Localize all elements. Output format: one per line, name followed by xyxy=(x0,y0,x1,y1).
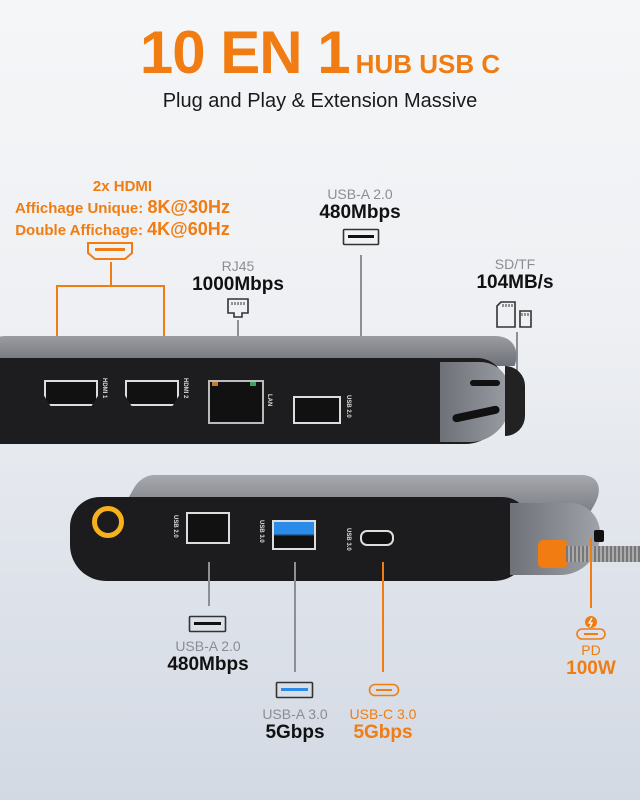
usb-2-front-label: USB 2.0 xyxy=(172,515,178,538)
usb-a-2-bottom-speed: 480Mbps xyxy=(167,654,249,675)
pd-name: PD xyxy=(581,642,601,658)
hdmi-connector-line xyxy=(56,285,58,385)
hdmi-dual-value: 4K@60Hz xyxy=(147,219,230,239)
pd-spec: PD 100W xyxy=(556,642,626,680)
pd-charging-icon xyxy=(576,616,606,640)
usb-2-top-port[interactable] xyxy=(293,396,341,424)
usb-a-2-bottom-name: USB-A 2.0 xyxy=(175,638,241,654)
usb-c-3-spec: USB-C 3.0 5Gbps xyxy=(333,706,433,744)
hdmi-heading: 2x HDMI xyxy=(92,178,153,195)
ethernet-port-icon xyxy=(227,298,249,318)
rj45-name: RJ45 xyxy=(221,258,255,274)
usb-a-port-icon xyxy=(188,615,227,633)
pd-port[interactable] xyxy=(594,530,604,542)
usb-a-2-bottom-spec: USB-A 2.0 480Mbps xyxy=(158,638,258,676)
hdmi-single-display: Affichage Unique: 8K@30Hz xyxy=(10,197,235,219)
usb-c-connector-line xyxy=(382,562,384,672)
pd-power: 100W xyxy=(566,658,616,679)
usb-a-2-bottom-connector-line xyxy=(208,562,210,606)
hdmi-2-label: HDMI 2 xyxy=(182,378,188,399)
rj45-speed: 1000Mbps xyxy=(192,274,284,295)
hdmi-connector-line xyxy=(56,285,165,287)
usb-2-top-label: USB 2.0 xyxy=(345,395,351,418)
rj45-spec: RJ45 1000Mbps xyxy=(188,258,288,296)
lan-port[interactable] xyxy=(208,380,264,424)
usb-c-port[interactable] xyxy=(360,530,394,546)
power-button[interactable] xyxy=(92,506,124,538)
usb-c-3-speed: 5Gbps xyxy=(353,722,413,743)
usb-a-2-connector-line xyxy=(360,255,362,410)
headline-small: HUB USB C xyxy=(355,49,501,79)
hub-end-cap xyxy=(505,366,525,436)
usb-a-2-top-name: USB-A 2.0 xyxy=(327,186,393,202)
usb-c-label: USB 3.0 xyxy=(345,528,351,551)
hdmi-connector-line xyxy=(163,285,165,380)
usb-a-3-name: USB-A 3.0 xyxy=(262,706,328,722)
braided-cable xyxy=(566,546,640,562)
headline-big: 10 EN 1 xyxy=(139,19,351,86)
sd-card-icon xyxy=(496,301,532,328)
hdmi-spec: 2x HDMI Affichage Unique: 8K@30Hz Double… xyxy=(10,176,235,241)
hdmi-port-icon xyxy=(87,242,133,260)
usb-a-3-speed: 5Gbps xyxy=(265,722,325,743)
tf-slot[interactable] xyxy=(470,380,500,386)
hdmi-dual-display: Double Affichage: 4K@60Hz xyxy=(10,219,235,241)
usb-3-a-port[interactable] xyxy=(272,520,316,550)
lan-led-orange xyxy=(212,382,218,386)
hdmi-1-port[interactable] xyxy=(44,380,98,406)
lan-led-green xyxy=(250,382,256,386)
hdmi-1-label: HDMI 1 xyxy=(101,378,107,399)
usb-2-front-port[interactable] xyxy=(186,512,230,544)
sd-tf-spec: SD/TF 104MB/s xyxy=(465,256,565,294)
lan-label: LAN xyxy=(266,394,272,407)
usb-a-port-icon xyxy=(342,228,380,246)
sd-tf-connector-line xyxy=(516,332,518,404)
hdmi-single-label: Affichage Unique: xyxy=(14,200,144,217)
usb-a-2-top-spec: USB-A 2.0 480Mbps xyxy=(310,186,410,224)
usb-a-3-connector-line xyxy=(294,562,296,672)
hdmi-2-port[interactable] xyxy=(125,380,179,406)
usb-3-a-label: USB 3.0 xyxy=(258,520,264,543)
hdmi-connector-line xyxy=(110,262,112,286)
hub-side-panel xyxy=(440,362,510,442)
usb-a-2-top-speed: 480Mbps xyxy=(319,202,401,223)
cable-orange-collar xyxy=(538,540,568,568)
sd-tf-speed: 104MB/s xyxy=(476,272,554,293)
usb-c-port-icon xyxy=(368,683,400,697)
hdmi-single-value: 8K@30Hz xyxy=(147,197,231,217)
usb-c-3-name: USB-C 3.0 xyxy=(349,706,417,722)
usb-a-3-spec: USB-A 3.0 5Gbps xyxy=(245,706,345,744)
pd-connector-line xyxy=(590,538,592,608)
subtitle: Plug and Play & Extension Massive xyxy=(162,90,478,112)
usb-a-3-port-icon xyxy=(275,681,314,699)
hdmi-dual-label: Double Affichage: xyxy=(15,222,143,239)
sd-tf-name: SD/TF xyxy=(494,256,536,272)
